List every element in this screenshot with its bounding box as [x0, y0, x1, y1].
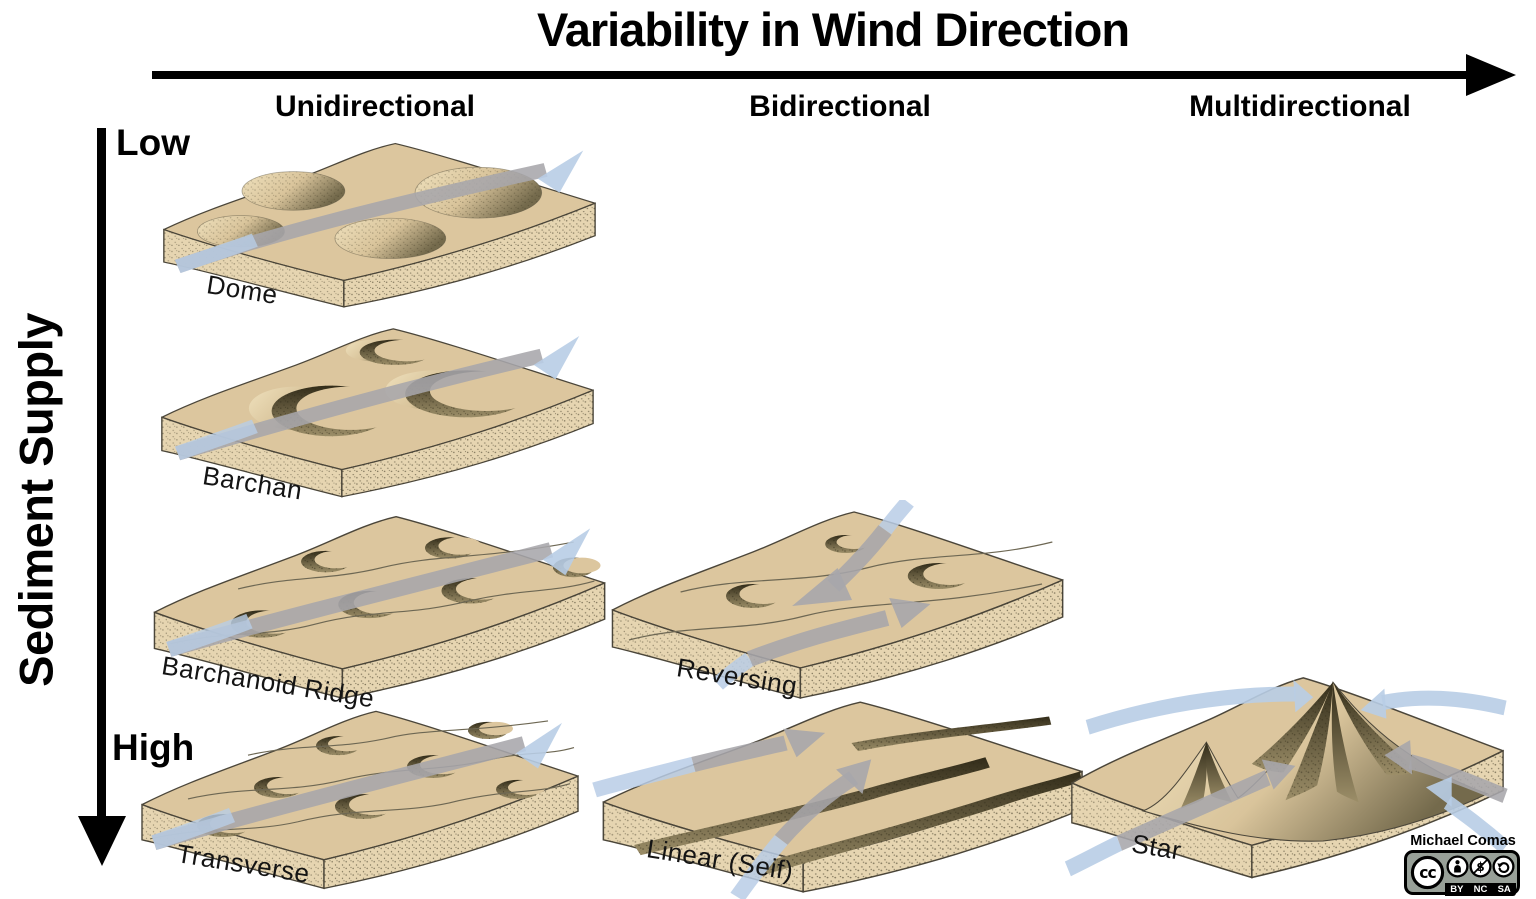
- cc-license-label-bar: BY NC SA: [1445, 883, 1516, 896]
- x-axis-arrow-shaft: [152, 71, 1470, 79]
- credit-block: Michael Comas cc: [1404, 833, 1522, 896]
- reversing-dune-illustration: [611, 500, 1064, 699]
- dune-cell-reversing: Reversing: [598, 500, 1073, 705]
- column-label-unidirectional: Unidirectional: [274, 90, 476, 123]
- column-label-multidirectional: Multidirectional: [1189, 90, 1411, 123]
- y-axis-title: Sediment Supply: [9, 313, 63, 687]
- wind-arrow: [151, 722, 562, 850]
- y-axis-arrowhead-icon: [78, 816, 126, 866]
- barchan-dune-illustration: [161, 328, 594, 498]
- wind-arrows-multidirectional: [1064, 680, 1510, 877]
- credit-author: Michael Comas: [1410, 833, 1516, 849]
- dune-cell-dome: Dome: [150, 133, 605, 313]
- wind-arrow: [174, 336, 580, 461]
- svg-text:cc: cc: [1419, 864, 1436, 882]
- wind-arrow-upslope: [712, 598, 931, 690]
- column-label-bidirectional: Bidirectional: [749, 90, 931, 123]
- star-dune-illustration: [1064, 677, 1510, 879]
- linear-seif-dune-illustration: [592, 701, 1083, 899]
- wind-arrow: [174, 150, 584, 274]
- wind-arrow-west: [592, 728, 826, 798]
- cc-nc-icon: $: [1469, 855, 1492, 883]
- transverse-dune-illustration: [141, 710, 579, 890]
- y-axis-arrow-shaft: [97, 128, 106, 818]
- cc-sa-icon: [1492, 855, 1515, 883]
- x-axis-arrowhead-icon: [1466, 54, 1516, 96]
- dune-cell-linear-seif: Linear (Seif): [588, 690, 1093, 899]
- dune-cell-transverse: Transverse: [128, 700, 588, 895]
- x-axis-title: Variability in Wind Direction: [536, 3, 1130, 56]
- cc-license-badge: cc $: [1404, 850, 1520, 896]
- dune-cell-star: Star: [1058, 665, 1513, 885]
- wind-arrow: [166, 528, 591, 657]
- cc-nc-label: NC: [1473, 884, 1488, 895]
- row-label-high: High: [112, 727, 195, 768]
- cc-by-icon: [1446, 855, 1469, 883]
- cc-sa-label: SA: [1497, 884, 1511, 895]
- row-label-low: Low: [116, 122, 190, 163]
- cc-license-terms: $ BY NC SA: [1445, 854, 1516, 896]
- barchanoid-ridge-dune-illustration: [153, 515, 606, 699]
- cc-by-label: BY: [1450, 884, 1464, 895]
- dune-cell-barchan: Barchan: [148, 318, 603, 506]
- dome-dune-illustration: [163, 142, 596, 308]
- wind-arrow-downslope: [792, 500, 914, 606]
- dune-cell-barchanoid-ridge: Barchanoid Ridge: [140, 505, 615, 713]
- cc-icon: cc: [1409, 855, 1445, 890]
- wind-arrow-south: [730, 759, 872, 899]
